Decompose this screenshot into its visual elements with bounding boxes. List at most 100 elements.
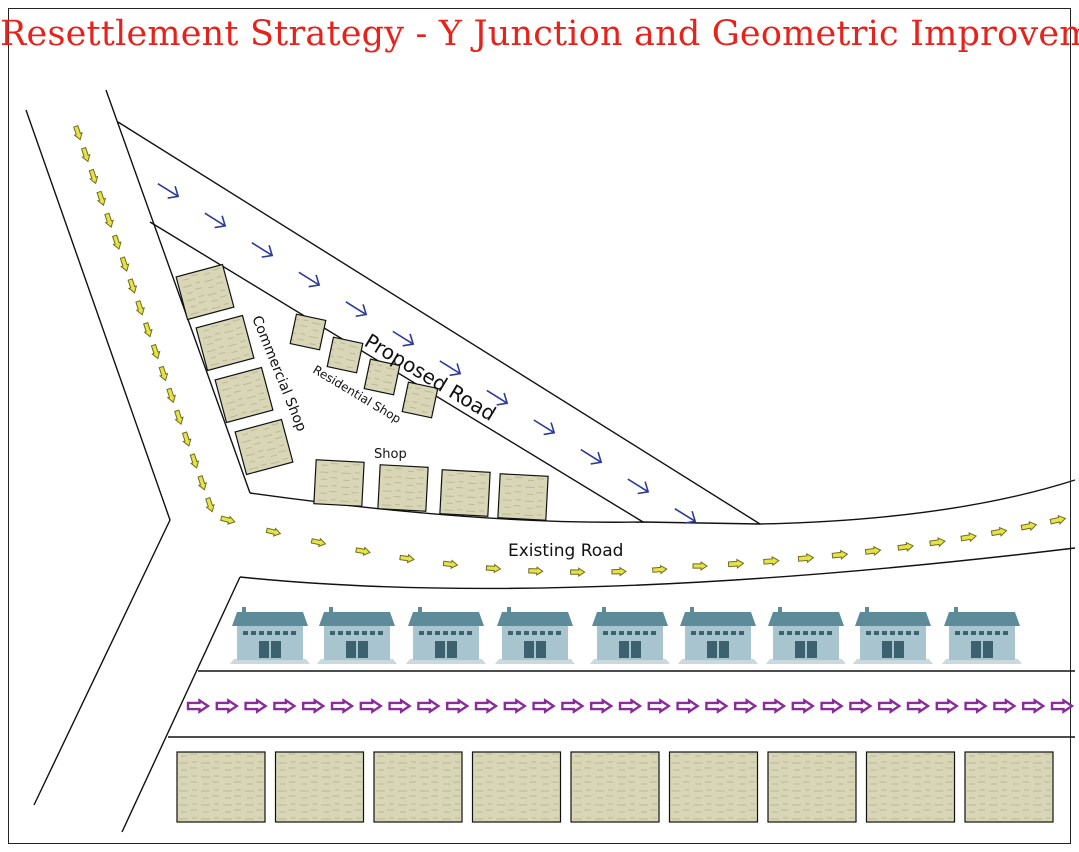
arrow-icon <box>561 698 585 714</box>
arrow-icon <box>330 698 355 714</box>
diagram-frame <box>8 8 1071 844</box>
arrow-icon <box>446 698 470 714</box>
arrow-icon <box>302 698 326 714</box>
building-icon <box>406 607 486 664</box>
arrow-icon <box>158 365 169 382</box>
existing-road-upper-edge <box>249 479 1076 525</box>
existing-road-label: Existing Road <box>508 541 623 561</box>
shop-label: Shop <box>374 447 407 462</box>
plot-icon <box>471 751 562 823</box>
arrow-icon <box>532 698 556 714</box>
arrow-icon <box>762 698 787 714</box>
arrow-icon <box>186 698 211 714</box>
lower-left-road-edge <box>121 576 241 833</box>
arrow-icon <box>849 698 873 714</box>
arrow-icon <box>119 256 130 272</box>
arrow-icon <box>485 563 502 574</box>
arrow-icon <box>417 698 441 714</box>
building-icon <box>678 607 758 664</box>
plot-icon <box>570 751 660 823</box>
arrow-icon <box>439 360 462 377</box>
plot-icon <box>964 751 1054 823</box>
plot-icon <box>373 751 463 823</box>
arrow-icon <box>80 146 91 163</box>
left-road-inner-edge <box>105 89 251 494</box>
proposed-road-arrows <box>157 182 697 524</box>
arrow-icon <box>399 553 415 564</box>
arrow-icon <box>820 698 844 714</box>
plot-icon <box>274 751 365 823</box>
service-road-arrows <box>186 698 1075 714</box>
arrow-icon <box>503 698 527 714</box>
plot-icon <box>668 751 759 823</box>
arrow-icon <box>273 698 297 714</box>
arrow-icon <box>345 301 368 318</box>
plots <box>175 263 1054 823</box>
arrow-icon <box>244 698 268 714</box>
arrow-icon <box>1020 521 1038 532</box>
buildings <box>230 607 1022 664</box>
arrow-icon <box>265 527 282 537</box>
arrow-icon <box>205 497 215 513</box>
existing-road-arrows <box>73 125 1067 577</box>
arrow-icon <box>359 698 383 714</box>
building-icon <box>590 607 670 664</box>
arrow-icon <box>676 698 700 714</box>
arrow-icon <box>990 526 1008 537</box>
building-icon <box>230 607 310 664</box>
arrow-icon <box>73 125 83 141</box>
arrow-icon <box>1049 514 1067 525</box>
arrow-icon <box>878 698 902 714</box>
plot-icon <box>439 469 491 517</box>
arrow-icon <box>897 541 915 552</box>
arrow-icon <box>96 190 107 207</box>
arrow-icon <box>864 545 882 557</box>
arrow-icon <box>528 566 544 576</box>
building-icon <box>942 607 1022 664</box>
arrow-icon <box>960 532 977 543</box>
arrow-icon <box>727 558 745 569</box>
plot-icon <box>497 473 549 521</box>
arrow-icon <box>611 566 627 577</box>
arrow-icon <box>215 698 239 714</box>
plot-icon <box>326 336 364 374</box>
plot-icon <box>176 751 266 823</box>
plot-icon <box>767 751 857 823</box>
arrow-icon <box>993 698 1017 714</box>
arrow-icon <box>964 698 988 714</box>
arrow-icon <box>298 271 321 288</box>
arrow-icon <box>486 389 509 406</box>
plot-icon <box>175 263 235 321</box>
arrow-icon <box>150 343 161 360</box>
left-road-outer-edge <box>25 109 171 806</box>
arrow-icon <box>392 330 415 347</box>
arrow-icon <box>189 453 200 469</box>
arrow-icon <box>627 478 650 495</box>
arrow-icon <box>88 168 99 185</box>
arrow-icon <box>135 300 145 316</box>
plot-icon <box>865 751 956 823</box>
plot-icon <box>377 464 429 512</box>
arrow-icon <box>388 698 412 714</box>
plot-icon <box>313 459 365 507</box>
plot-icon <box>289 313 327 351</box>
plot-icon <box>363 358 401 396</box>
plot-icon <box>214 366 274 424</box>
arrow-icon <box>791 698 815 714</box>
building-icon <box>766 607 846 664</box>
arrow-icon <box>220 515 236 525</box>
arrow-icon <box>705 698 729 714</box>
arrow-icon <box>692 561 708 571</box>
existing-road-lower-edge <box>239 547 1076 590</box>
diagram-title: Resettlement Strategy - Y Junction and G… <box>0 14 1079 54</box>
building-icon <box>495 607 575 664</box>
arrow-icon <box>104 212 114 229</box>
arrow-icon <box>580 448 603 465</box>
arrow-icon <box>674 507 697 524</box>
arrow-icon <box>251 242 274 258</box>
arrow-icon <box>929 537 946 548</box>
plot-icon <box>195 314 255 372</box>
arrow-icon <box>831 549 849 560</box>
arrow-icon <box>127 278 138 294</box>
